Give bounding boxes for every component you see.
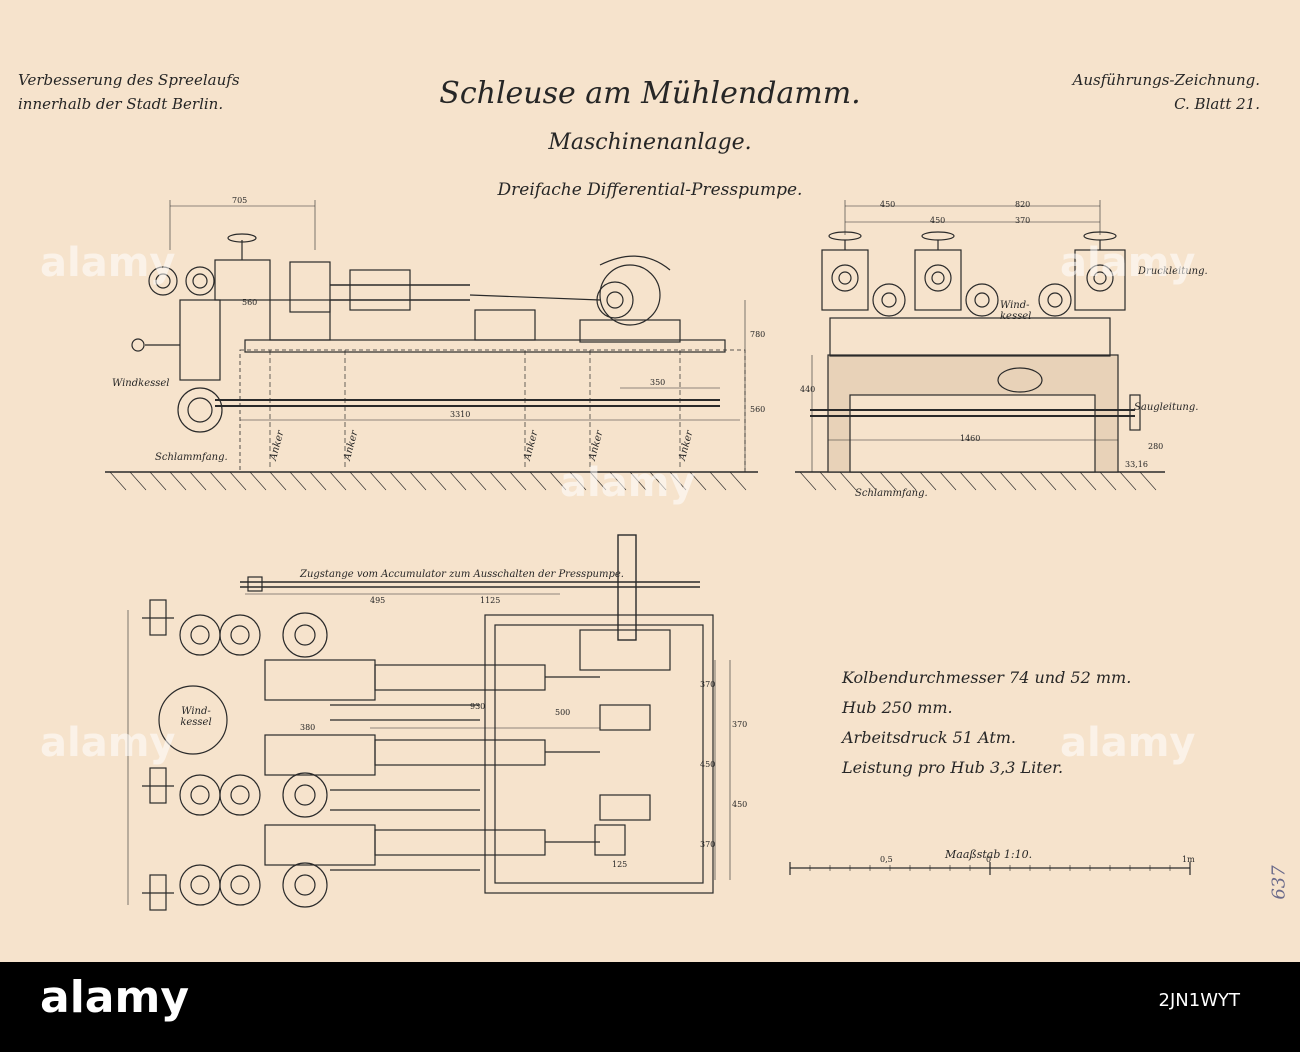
label-schlammfang-end: Schlammfang. [855, 488, 928, 499]
dim-440: 440 [800, 385, 816, 394]
spec-hub: Hub 250 mm. [842, 698, 953, 717]
project-title: Verbesserung des Spreelaufs innerhalb de… [18, 71, 240, 113]
dim-1125: 1125 [480, 596, 501, 605]
drawing-sheet: Verbesserung des Spreelaufs innerhalb de… [0, 0, 1300, 962]
dim-plan-370-1: 370 [700, 680, 716, 689]
technical-drawing [105, 200, 1191, 911]
label-schlammfang-side: Schlammfang. [155, 452, 228, 463]
scale-bar [789, 862, 1191, 875]
dim-705: 705 [232, 196, 248, 205]
drawing-title: Schleuse am Mühlendamm. [439, 76, 861, 111]
scale-tick-zero: 0 [986, 855, 992, 864]
dim-380: 380 [300, 723, 316, 732]
dim-350: 350 [650, 378, 666, 387]
dim-560-side: 560 [242, 298, 258, 307]
label-saugleitung: Saugleitung. [1134, 402, 1199, 413]
spec-leistung: Leistung pro Hub 3,3 Liter. [842, 758, 1064, 777]
margin-note: 637 [1268, 865, 1290, 900]
dim-560: 560 [750, 405, 766, 414]
watermark-2: alamy [560, 460, 696, 506]
dim-280: 280 [1148, 442, 1164, 451]
watermark-1: alamy [40, 240, 176, 286]
drawing-subtitle: Maschinenanlage. [548, 130, 752, 155]
label-druckleitung: Druckleitung. [1138, 266, 1208, 277]
dim-3316: 33,16 [1125, 460, 1148, 469]
watermark-3: alamy [1060, 240, 1196, 286]
dim-820: 820 [1015, 200, 1031, 209]
footer-image-id: 2JN1WYT [1158, 990, 1240, 1011]
end-view-drawing [795, 200, 1165, 491]
dim-495: 495 [370, 596, 386, 605]
label-windkessel-plan: Wind-kessel [180, 706, 212, 728]
scale-tick-half: 0,5 [880, 855, 893, 864]
label-windkessel-side: Windkessel [112, 378, 170, 389]
dim-plan-370-2: 370 [732, 720, 748, 729]
sheet-reference: Ausführungs-Zeichnung. C. Blatt 21. [1072, 71, 1260, 113]
dim-1460: 1460 [960, 434, 981, 443]
watermark-footer [0, 962, 1300, 1052]
label-zugstange: Zugstange vom Accumulator zum Ausschalte… [300, 569, 624, 580]
watermark-5: alamy [1060, 720, 1196, 766]
dim-370-end: 370 [1015, 216, 1031, 225]
scale-label: Maaßstab 1:10. [945, 848, 1033, 861]
dim-plan-370-3: 370 [700, 840, 716, 849]
spec-kolbendurchmesser: Kolbendurchmesser 74 und 52 mm. [842, 668, 1132, 687]
dim-plan-450-1: 450 [700, 760, 716, 769]
watermark-4: alamy [40, 720, 176, 766]
dim-450-end: 450 [880, 200, 896, 209]
dim-450-end-2: 450 [930, 216, 946, 225]
dim-780: 780 [750, 330, 766, 339]
dim-125: 125 [612, 860, 628, 869]
dim-930: 930 [470, 702, 486, 711]
side-view-drawing [105, 200, 758, 491]
scale-tick-one: 1m [1182, 855, 1195, 864]
footer-brand: alamy [40, 972, 189, 1023]
drawing-caption: Dreifache Differential-Presspumpe. [497, 180, 803, 200]
dim-500: 500 [555, 708, 571, 717]
spec-arbeitsdruck: Arbeitsdruck 51 Atm. [842, 728, 1017, 747]
dim-3310: 3310 [450, 410, 471, 419]
dim-plan-450-2: 450 [732, 800, 748, 809]
plan-view-drawing [127, 534, 731, 911]
label-windkessel-end: Wind-kessel [1000, 300, 1032, 322]
